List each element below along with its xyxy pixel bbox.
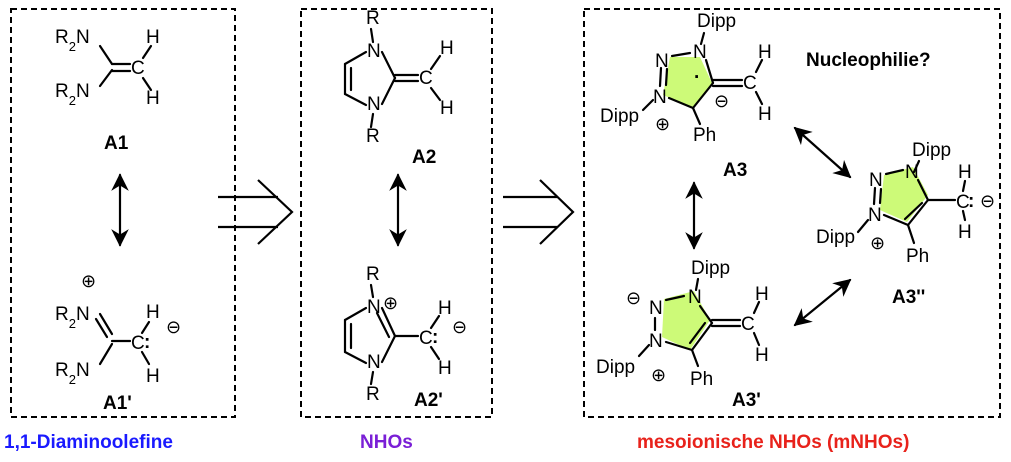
svg-text:H: H — [440, 38, 454, 59]
label-a3-double-prime: A3'' — [892, 287, 925, 308]
svg-text:R: R — [366, 126, 380, 147]
svg-text::: : — [968, 191, 974, 212]
svg-text:C: C — [419, 68, 433, 89]
panel-mnhos — [583, 8, 1001, 418]
svg-text:Dipp: Dipp — [596, 357, 635, 378]
label-a1: A1 — [104, 133, 129, 154]
svg-text:N: N — [653, 87, 667, 108]
svg-text:⊖: ⊖ — [714, 91, 729, 112]
svg-text:N: N — [688, 287, 702, 308]
svg-text::: : — [432, 327, 438, 348]
caption-diaminoolefins: 1,1-Diaminoolefine — [4, 432, 173, 453]
svg-text:⊕: ⊕ — [651, 365, 666, 386]
open-arrow-2 — [503, 179, 575, 245]
svg-text:Ph: Ph — [906, 246, 929, 267]
nucleophilicity-question: Nucleophilie? — [806, 50, 931, 71]
triazole-ring-a3 — [663, 57, 712, 108]
svg-text:R: R — [366, 8, 380, 29]
svg-text:⊕: ⊕ — [655, 114, 670, 135]
svg-text:H: H — [146, 302, 160, 323]
panel-nhos — [300, 8, 493, 418]
svg-text:⊖: ⊖ — [980, 191, 995, 212]
svg-text:H: H — [146, 366, 160, 387]
svg-text:H: H — [958, 162, 972, 183]
structure-a3: Dipp N N N · C H H ⊖ Ph Dipp ⊕ A3 — [600, 11, 772, 181]
caption-nhos: NHOs — [360, 432, 413, 453]
svg-text:·: · — [694, 67, 700, 88]
svg-text:H: H — [438, 358, 452, 379]
triazole-ring-a3p — [662, 291, 710, 350]
svg-text:Dipp: Dipp — [912, 140, 951, 161]
svg-text:Ph: Ph — [693, 125, 716, 146]
svg-text:⊕: ⊕ — [870, 233, 885, 254]
svg-text:⊖: ⊖ — [166, 317, 181, 338]
label-a2-prime: A2' — [414, 390, 443, 411]
svg-text:C: C — [131, 333, 145, 354]
svg-text:N: N — [905, 162, 919, 183]
structure-a3-double-prime: Dipp N N N C : ⊖ H H Ph Dipp ⊕ A3'' — [816, 140, 995, 308]
svg-text:C: C — [743, 73, 757, 94]
svg-text:Dipp: Dipp — [816, 227, 855, 248]
svg-text:N: N — [869, 170, 883, 191]
svg-text:R: R — [366, 264, 380, 285]
svg-text:⊖: ⊖ — [452, 317, 467, 338]
svg-text:H: H — [758, 42, 772, 63]
svg-text::: : — [144, 332, 150, 353]
svg-text:C: C — [131, 58, 145, 79]
svg-text:H: H — [440, 98, 454, 119]
svg-text:R: R — [366, 384, 380, 405]
label-a1-prime: A1' — [103, 393, 132, 414]
svg-text:⊕: ⊕ — [383, 293, 398, 314]
svg-text:H: H — [146, 27, 160, 48]
svg-text:⊕: ⊕ — [81, 271, 96, 292]
label-a3-prime: A3' — [732, 390, 761, 411]
svg-text:N: N — [693, 42, 707, 63]
svg-text:H: H — [146, 88, 160, 109]
svg-text:N: N — [655, 51, 669, 72]
structure-a1: R2N R2N C H H A1 — [55, 27, 160, 154]
svg-text:H: H — [958, 222, 972, 243]
label-a3: A3 — [723, 160, 747, 181]
resonance-arrow-a3p-a3pp — [793, 278, 852, 327]
svg-text:H: H — [758, 104, 772, 125]
svg-text:⊖: ⊖ — [626, 288, 641, 309]
panel-diaminoolefins — [10, 8, 236, 418]
svg-text:N: N — [649, 331, 663, 352]
structure-a1-prime: ⊕ R2N R2N C : ⊖ H H A1' — [55, 271, 181, 414]
label-a2: A2 — [412, 147, 436, 168]
svg-text:R2N: R2N — [55, 304, 90, 331]
caption-mnhos: mesoionische NHOs (mNHOs) — [637, 432, 909, 453]
svg-text:R2N: R2N — [55, 27, 90, 54]
svg-text:N: N — [367, 94, 381, 115]
svg-text:Ph: Ph — [690, 369, 713, 390]
resonance-arrow-a3-a3pp — [793, 126, 852, 179]
svg-text:H: H — [755, 284, 769, 305]
structure-a3-prime: Dipp N ⊖ N N C H H Ph Dipp ⊕ A3' — [596, 258, 769, 411]
structure-a2: R N N R C H H A2 — [343, 8, 454, 168]
svg-text:Dipp: Dipp — [600, 106, 639, 127]
svg-text:C: C — [956, 192, 970, 213]
svg-text:H: H — [438, 298, 452, 319]
svg-text:R2N: R2N — [55, 360, 90, 387]
svg-text:N: N — [649, 298, 663, 319]
svg-text:R2N: R2N — [55, 81, 90, 108]
svg-text:C: C — [419, 328, 433, 349]
triazole-ring-a3pp — [880, 167, 928, 222]
svg-text:N: N — [367, 352, 381, 373]
svg-text:N: N — [367, 41, 381, 62]
svg-text:N: N — [868, 205, 882, 226]
structure-a2-prime: R N ⊕ N R C : ⊖ H H A2' — [343, 264, 467, 411]
svg-text:Dipp: Dipp — [697, 11, 736, 32]
svg-text:H: H — [755, 345, 769, 366]
open-arrow-1 — [218, 179, 294, 245]
svg-text:Dipp: Dipp — [691, 258, 730, 279]
svg-text:C: C — [741, 314, 755, 335]
